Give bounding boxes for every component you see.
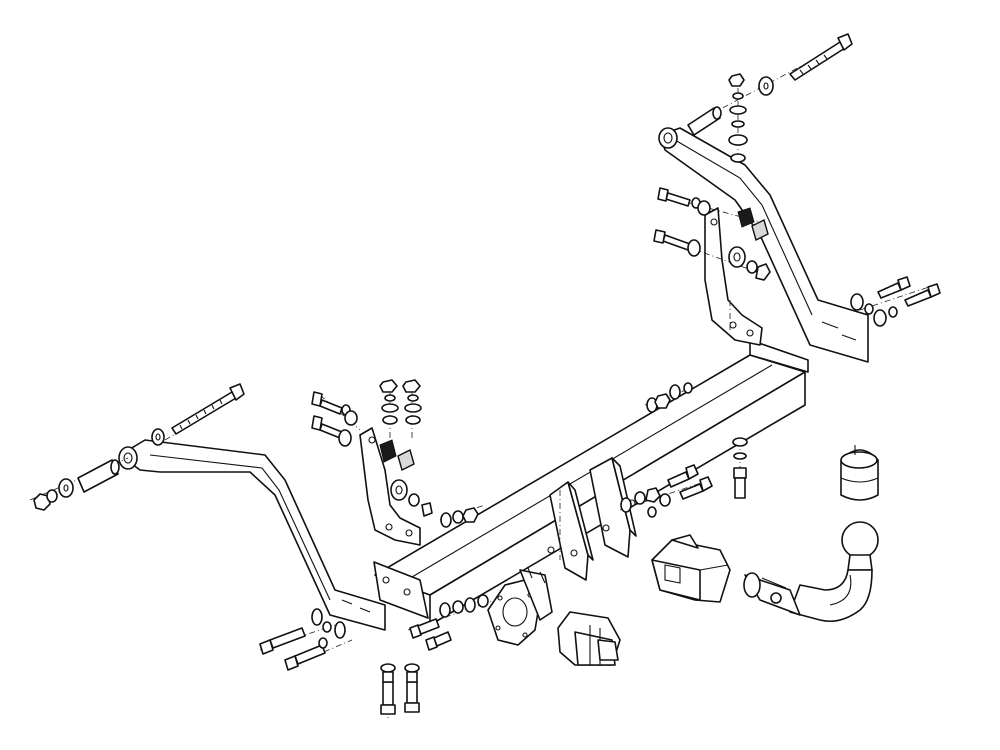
right-top-nut-stack: [728, 73, 748, 163]
left-bracket-bolts: [311, 391, 358, 447]
right-lower-vertical-fasteners: [732, 437, 748, 499]
bottom-vertical-bolt-2: [404, 663, 420, 713]
tow-ball-neck: [743, 521, 879, 623]
right-bracket: [704, 207, 763, 346]
left-bracket-clamp-nuts: [379, 439, 433, 517]
crossbar-end-plate-left: [373, 561, 429, 619]
electrical-socket-connector: [557, 611, 621, 666]
lower-left-bolt-2: [284, 644, 326, 671]
center-right-bolts: [620, 464, 713, 518]
left-top-washer: [151, 428, 165, 446]
left-bracket: [359, 427, 421, 546]
left-end-washer: [58, 478, 74, 498]
right-top-washer: [758, 76, 774, 96]
right-top-bolt: [789, 33, 853, 81]
right-end-fasteners: [850, 276, 941, 327]
right-spacer-sleeve: [687, 106, 722, 136]
left-end-nut: [33, 489, 58, 511]
left-spacer-sleeve: [77, 459, 120, 493]
center-left-nuts: [440, 507, 479, 528]
bottom-vertical-bolt-1: [380, 663, 396, 715]
lower-center-bolts: [409, 594, 489, 651]
left-top-bolt: [171, 383, 245, 435]
tow-ball-cover: [840, 445, 879, 501]
electrical-socket-plate: [487, 567, 553, 646]
right-bracket-bolts: [653, 187, 711, 257]
lower-left-bolt-1: [259, 627, 306, 655]
left-side-arm: [118, 439, 386, 631]
right-bracket-clamp-nuts: [728, 207, 771, 281]
lower-left-washers: [311, 608, 346, 649]
ball-socket-housing: [651, 534, 731, 603]
crossbar-top-nuts: [646, 382, 693, 413]
center-mounting-plates: [547, 457, 637, 581]
left-bracket-nuts: [379, 379, 422, 425]
